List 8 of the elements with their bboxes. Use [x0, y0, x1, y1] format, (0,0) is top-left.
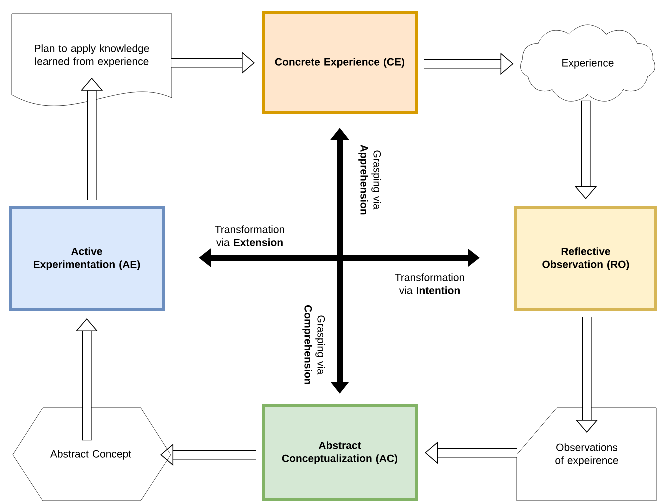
process-box: Active Experimentation (AE) — [9, 206, 165, 312]
axis-label: Transformation via Extension — [215, 226, 284, 246]
axis-label: Grasping via Apprehension — [358, 144, 382, 215]
process-box: Reflective Observation (RO) — [514, 206, 657, 312]
axis-label: Grasping via Comprehension — [302, 305, 326, 384]
process-box: Abstract Conceptualization (AC) — [262, 404, 418, 502]
process-box: Concrete Experience (CE) — [262, 12, 418, 114]
axis-label: Transformation via Intention — [395, 274, 464, 294]
